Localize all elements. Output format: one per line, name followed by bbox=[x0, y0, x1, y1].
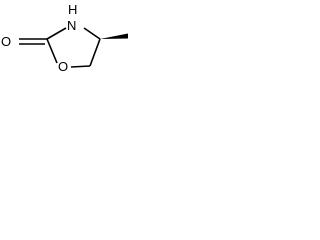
atom-label-hydrogen: H bbox=[68, 2, 77, 17]
bond-n3-c4 bbox=[83, 27, 101, 40]
atom-label-carbonyl-oxygen: O bbox=[1, 34, 11, 49]
bond-c4-c5 bbox=[89, 38, 101, 67]
atom-label-nitrogen: N bbox=[67, 18, 76, 33]
atom-label-ring-oxygen: O bbox=[58, 59, 68, 74]
wedge-bond-methyl bbox=[100, 33, 128, 39]
bond-c2-n3 bbox=[46, 27, 67, 40]
bond-o1-c2 bbox=[46, 38, 58, 64]
bond-c5-o1 bbox=[70, 65, 91, 68]
oxazolidinone-structure: O H N O bbox=[1, 2, 128, 74]
